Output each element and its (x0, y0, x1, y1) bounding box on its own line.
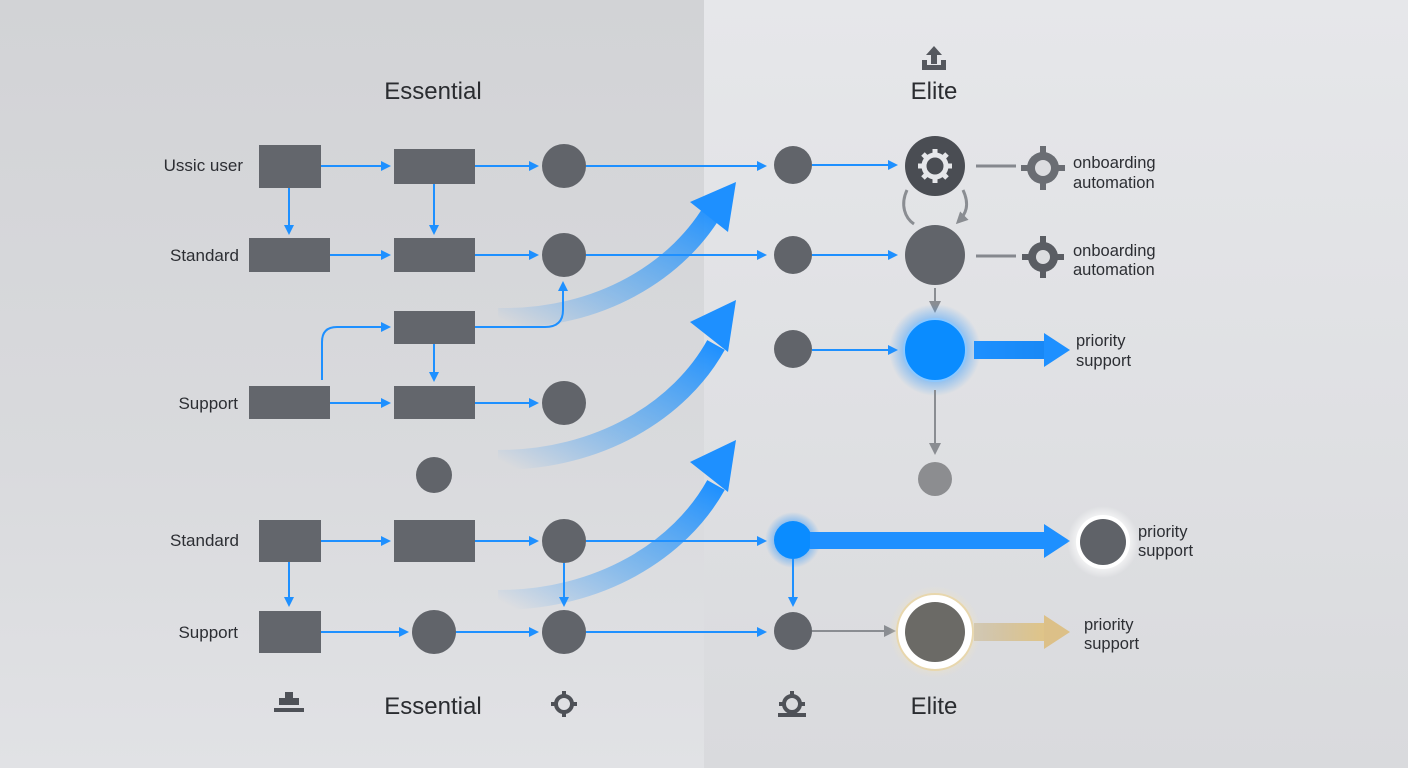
node-r3-elite (774, 330, 812, 368)
node-faded (918, 462, 952, 496)
priority-node-1 (903, 318, 967, 382)
priority-bar-3 (974, 623, 1046, 641)
row-label-standard-1: Standard (170, 246, 239, 265)
upgrade-swoosh-2 (497, 300, 736, 470)
note-priority-1-line2: support (1076, 352, 1131, 370)
arrow-r25-up (475, 281, 568, 328)
box-r2-b (394, 238, 475, 272)
gear-icon (1022, 236, 1064, 278)
note-priority-2-line2: support (1138, 542, 1193, 560)
cycle-arrow-right (955, 189, 969, 225)
note-priority-3-line1: priority (1084, 616, 1134, 634)
node-isolated (416, 457, 452, 493)
box-r2-a (249, 238, 330, 272)
gear-icon (1021, 146, 1065, 190)
node-r3-essential (542, 381, 586, 425)
box-r4-a (259, 520, 321, 562)
row-label-support-2: Support (178, 623, 238, 642)
box-r1-b (394, 149, 475, 184)
note-priority-3-line2: support (1084, 635, 1139, 653)
elite-gear-node-1 (905, 136, 965, 196)
upload-tray-icon (922, 46, 946, 70)
elite-heading-bottom: Elite (911, 693, 958, 720)
row-label-standard-2: Standard (170, 531, 239, 550)
note-onboarding-1-line1: onboarding (1073, 154, 1156, 172)
gold-node (905, 602, 965, 662)
priority-bar-2 (810, 532, 1046, 549)
priority-arrowhead-3 (1044, 615, 1070, 649)
node-r1-elite (774, 146, 812, 184)
box-r4-b (394, 520, 475, 562)
essential-heading-bottom: Essential (384, 693, 481, 720)
box-r3-b (394, 386, 475, 419)
cycle-arrow-left (902, 189, 915, 226)
node-r2-elite (774, 236, 812, 274)
essential-panel (0, 0, 704, 768)
node-r5-b (412, 610, 456, 654)
elite-heading-top: Elite (911, 78, 958, 105)
elite-node-r2 (905, 225, 965, 285)
note-onboarding-1-line2: automation (1073, 174, 1155, 192)
note-onboarding-2-line1: onboarding (1073, 242, 1156, 260)
stack-icon (274, 692, 304, 712)
priority-arrowhead-2 (1044, 524, 1070, 558)
note-onboarding-2-line2: automation (1073, 261, 1155, 279)
elite-node-r4 (774, 521, 812, 559)
priority-node-2 (1080, 519, 1126, 565)
upgrade-swoosh-3 (497, 440, 736, 610)
priority-arrowhead-1 (1044, 333, 1070, 367)
row-label-support-1: Support (178, 394, 238, 413)
box-r25 (394, 311, 475, 344)
note-priority-2-line1: priority (1138, 523, 1188, 541)
node-r5-essential (542, 610, 586, 654)
upgrade-swoosh-1 (497, 182, 736, 329)
box-r1-a (259, 145, 321, 188)
row-label-ussic-user: Ussic user (164, 156, 244, 175)
node-r1-essential (542, 144, 586, 188)
gear-icon (551, 691, 577, 717)
gear-icon (778, 691, 806, 717)
arrow-support-up (321, 322, 391, 380)
node-r2-essential (542, 233, 586, 277)
priority-bar-1 (974, 341, 1046, 359)
node-r4-essential (542, 519, 586, 563)
box-r3-a (249, 386, 330, 419)
box-r5-a (259, 611, 321, 653)
note-priority-1-line1: priority (1076, 332, 1126, 350)
node-r5-elite (774, 612, 812, 650)
essential-heading-top: Essential (384, 78, 481, 105)
